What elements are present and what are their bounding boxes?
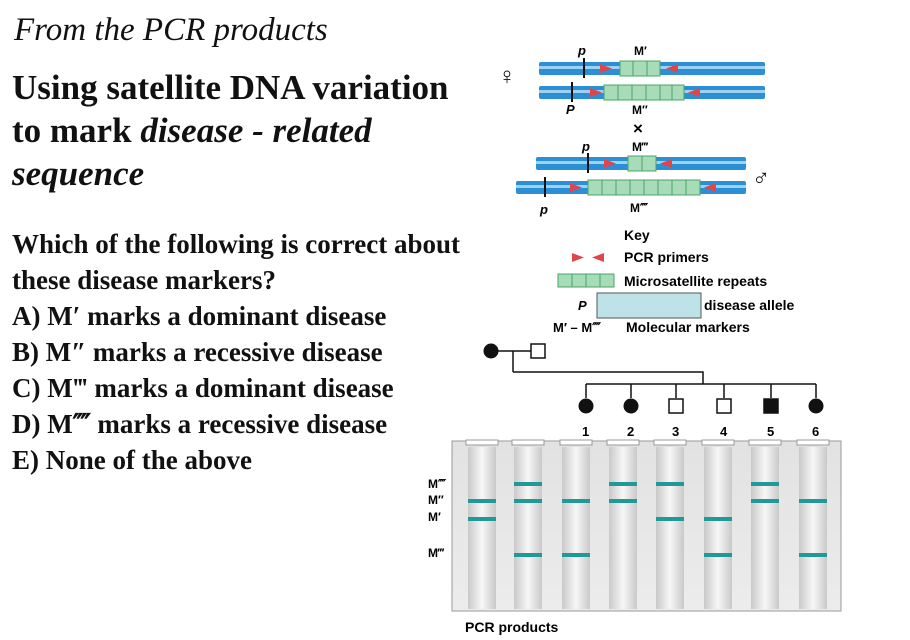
gel-lane-4	[609, 447, 637, 609]
offspring-5-affected-male	[763, 398, 779, 414]
key-markers-prefix: M′ – M⁗	[553, 320, 601, 335]
cross-symbol: ×	[633, 119, 643, 138]
mother-unaffected-female	[483, 343, 499, 359]
gel-lane-8	[799, 447, 827, 609]
option-e: E) None of the above	[12, 445, 252, 475]
gel-band-lane3-m3	[562, 553, 590, 557]
gel-well-5	[653, 439, 687, 446]
offspring-number-3: 3	[672, 424, 679, 439]
gel-band-lane2-m4	[514, 482, 542, 486]
offspring-number-2: 2	[627, 424, 634, 439]
gel-band-lane2-m2	[514, 499, 542, 503]
option-c: C) M‴ marks a dominant disease	[12, 373, 394, 403]
gel-band-lane6-m1	[704, 517, 732, 521]
key-title: Key	[624, 227, 650, 243]
option-a: A) M′ marks a dominant disease	[12, 301, 387, 331]
gel-lane-3	[562, 447, 590, 609]
gel-well-1	[465, 439, 499, 446]
offspring-number-1: 1	[582, 424, 589, 439]
gel-background	[451, 440, 842, 612]
gel-label-m4: M⁗	[428, 477, 447, 491]
gel-label-m2: M″	[428, 493, 444, 507]
gel-label-m3: M‴	[428, 546, 445, 560]
slide-subtitle: From the PCR products	[14, 12, 328, 48]
offspring-4-male	[716, 398, 732, 414]
gel-band-lane2-m3	[514, 553, 542, 557]
gel-band-lane5-m4	[656, 482, 684, 486]
chromosome-male-1	[536, 153, 746, 173]
label-p-male-1: p	[581, 139, 590, 154]
gel-band-lane7-m4	[751, 482, 779, 486]
slide-title: Using satellite DNA variation to mark di…	[12, 66, 452, 195]
gel-band-lane4-m4	[609, 482, 637, 486]
gel-band-lane8-m3	[799, 553, 827, 557]
chromosome-female-1	[539, 58, 765, 78]
gel-band-lane1-m1b	[468, 517, 496, 521]
gel-lane-7	[751, 447, 779, 609]
gel-well-6	[701, 439, 735, 446]
offspring-number-6: 6	[812, 424, 819, 439]
offspring-3-male	[668, 398, 684, 414]
question-text: Which of the following is correct about …	[12, 229, 460, 295]
gel: M⁗ M″ M′ M‴ PCR products	[428, 439, 842, 635]
gel-band-lane3-m2	[562, 499, 590, 503]
key-primers: PCR primers	[624, 249, 709, 265]
key-markers: Molecular markers	[626, 319, 750, 335]
title-text: Using satellite DNA variation to mark	[12, 68, 449, 150]
gel-well-7	[748, 439, 782, 446]
gel-band-lane1-m1a	[468, 499, 496, 503]
gel-well-2	[511, 439, 545, 446]
male-symbol: ♂	[752, 165, 770, 192]
gel-lane-5	[656, 447, 684, 609]
offspring-number-5: 5	[767, 424, 774, 439]
father-unaffected-male	[530, 343, 546, 359]
gel-band-lane7-m2	[751, 499, 779, 503]
gel-label-m1: M′	[428, 510, 441, 524]
pedigree: 1 2 3 4 5 6	[483, 343, 824, 439]
option-d: D) M⁗ marks a recessive disease	[12, 409, 388, 439]
key-allele: disease allele	[704, 297, 795, 313]
label-m2-top: M″	[632, 103, 648, 117]
offspring-6-female	[808, 398, 824, 414]
chromosome-female-2	[539, 82, 765, 102]
label-m3-top: M‴	[632, 140, 649, 154]
gel-well-8	[796, 439, 830, 446]
gel-well-3	[559, 439, 593, 446]
gel-lane-1	[468, 447, 496, 609]
gel-band-lane8-m2	[799, 499, 827, 503]
label-p-female-1: p	[577, 43, 586, 58]
gel-caption: PCR products	[465, 619, 559, 635]
offspring-number-4: 4	[720, 424, 728, 439]
option-b: B) M″ marks a recessive disease	[12, 337, 383, 367]
label-m1-top: M′	[634, 44, 647, 58]
label-p-male-2: p	[539, 202, 548, 217]
gel-lane-2	[514, 447, 542, 609]
title-emphasis: disease - related sequence	[12, 111, 372, 193]
gel-well-4	[606, 439, 640, 446]
label-m4-top: M⁗	[630, 201, 649, 215]
key-repeats: Microsatellite repeats	[624, 273, 767, 289]
offspring-1-female	[578, 398, 594, 414]
key-legend: Key PCR primers Microsatellite repeats P…	[553, 227, 795, 335]
gel-lane-6	[704, 447, 732, 609]
female-symbol: ♀	[498, 63, 516, 90]
question-block: Which of the following is correct about …	[12, 226, 482, 478]
label-P-female-2: P	[566, 102, 575, 117]
gel-band-lane6-m3	[704, 553, 732, 557]
chromosome-male-2	[516, 177, 746, 197]
gel-band-lane5-m1	[656, 517, 684, 521]
offspring-2-female	[623, 398, 639, 414]
gel-band-lane4-m2	[609, 499, 637, 503]
key-allele-prefix: P	[578, 298, 587, 313]
